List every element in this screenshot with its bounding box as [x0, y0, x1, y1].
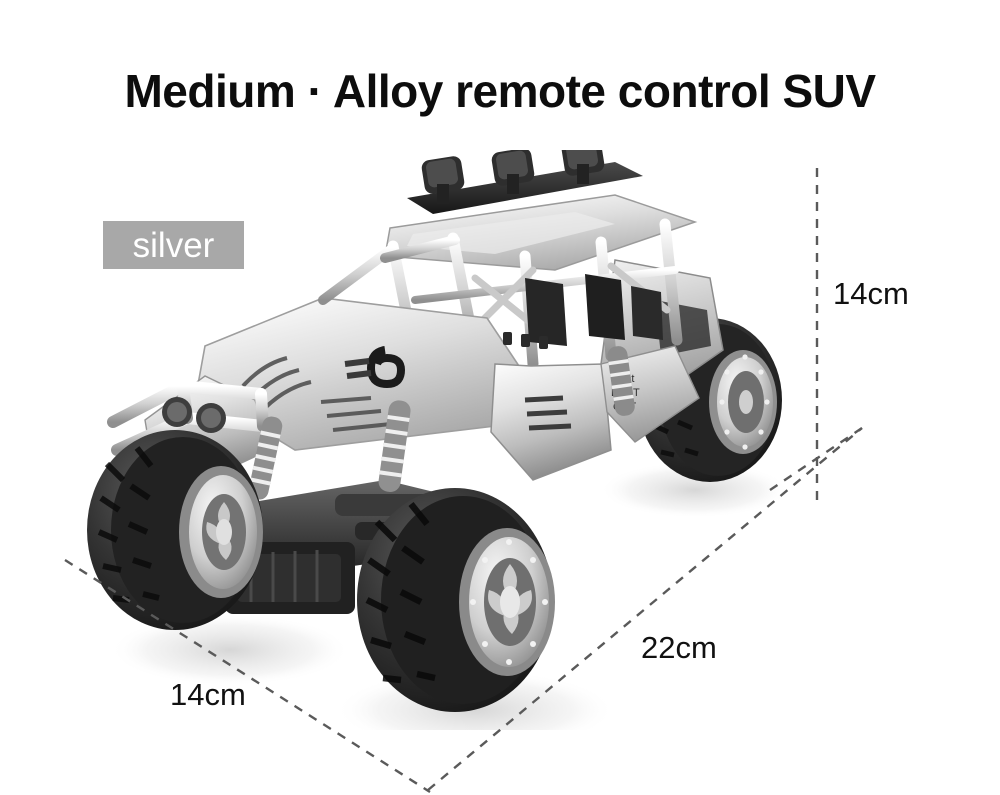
dimension-label-height: 14cm — [833, 276, 909, 311]
color-variant-badge: silver — [103, 221, 244, 269]
wheel-front-left — [87, 430, 263, 630]
color-variant-label: silver — [132, 225, 215, 265]
page-title: Medium · Alloy remote control SUV — [124, 65, 876, 117]
shock-absorbers — [248, 346, 635, 500]
vehicle-body: Fast BEST OUT — [107, 150, 724, 481]
dimension-label-width: 14cm — [170, 677, 246, 712]
interior-seats — [525, 274, 663, 346]
roof-light-bar — [407, 150, 643, 214]
windshield-frame — [318, 235, 460, 305]
dimension-label-depth: 22cm — [641, 630, 717, 665]
side-panel-ports — [503, 332, 548, 349]
front-spotlights — [162, 397, 226, 433]
hood-number-decal — [344, 346, 406, 389]
